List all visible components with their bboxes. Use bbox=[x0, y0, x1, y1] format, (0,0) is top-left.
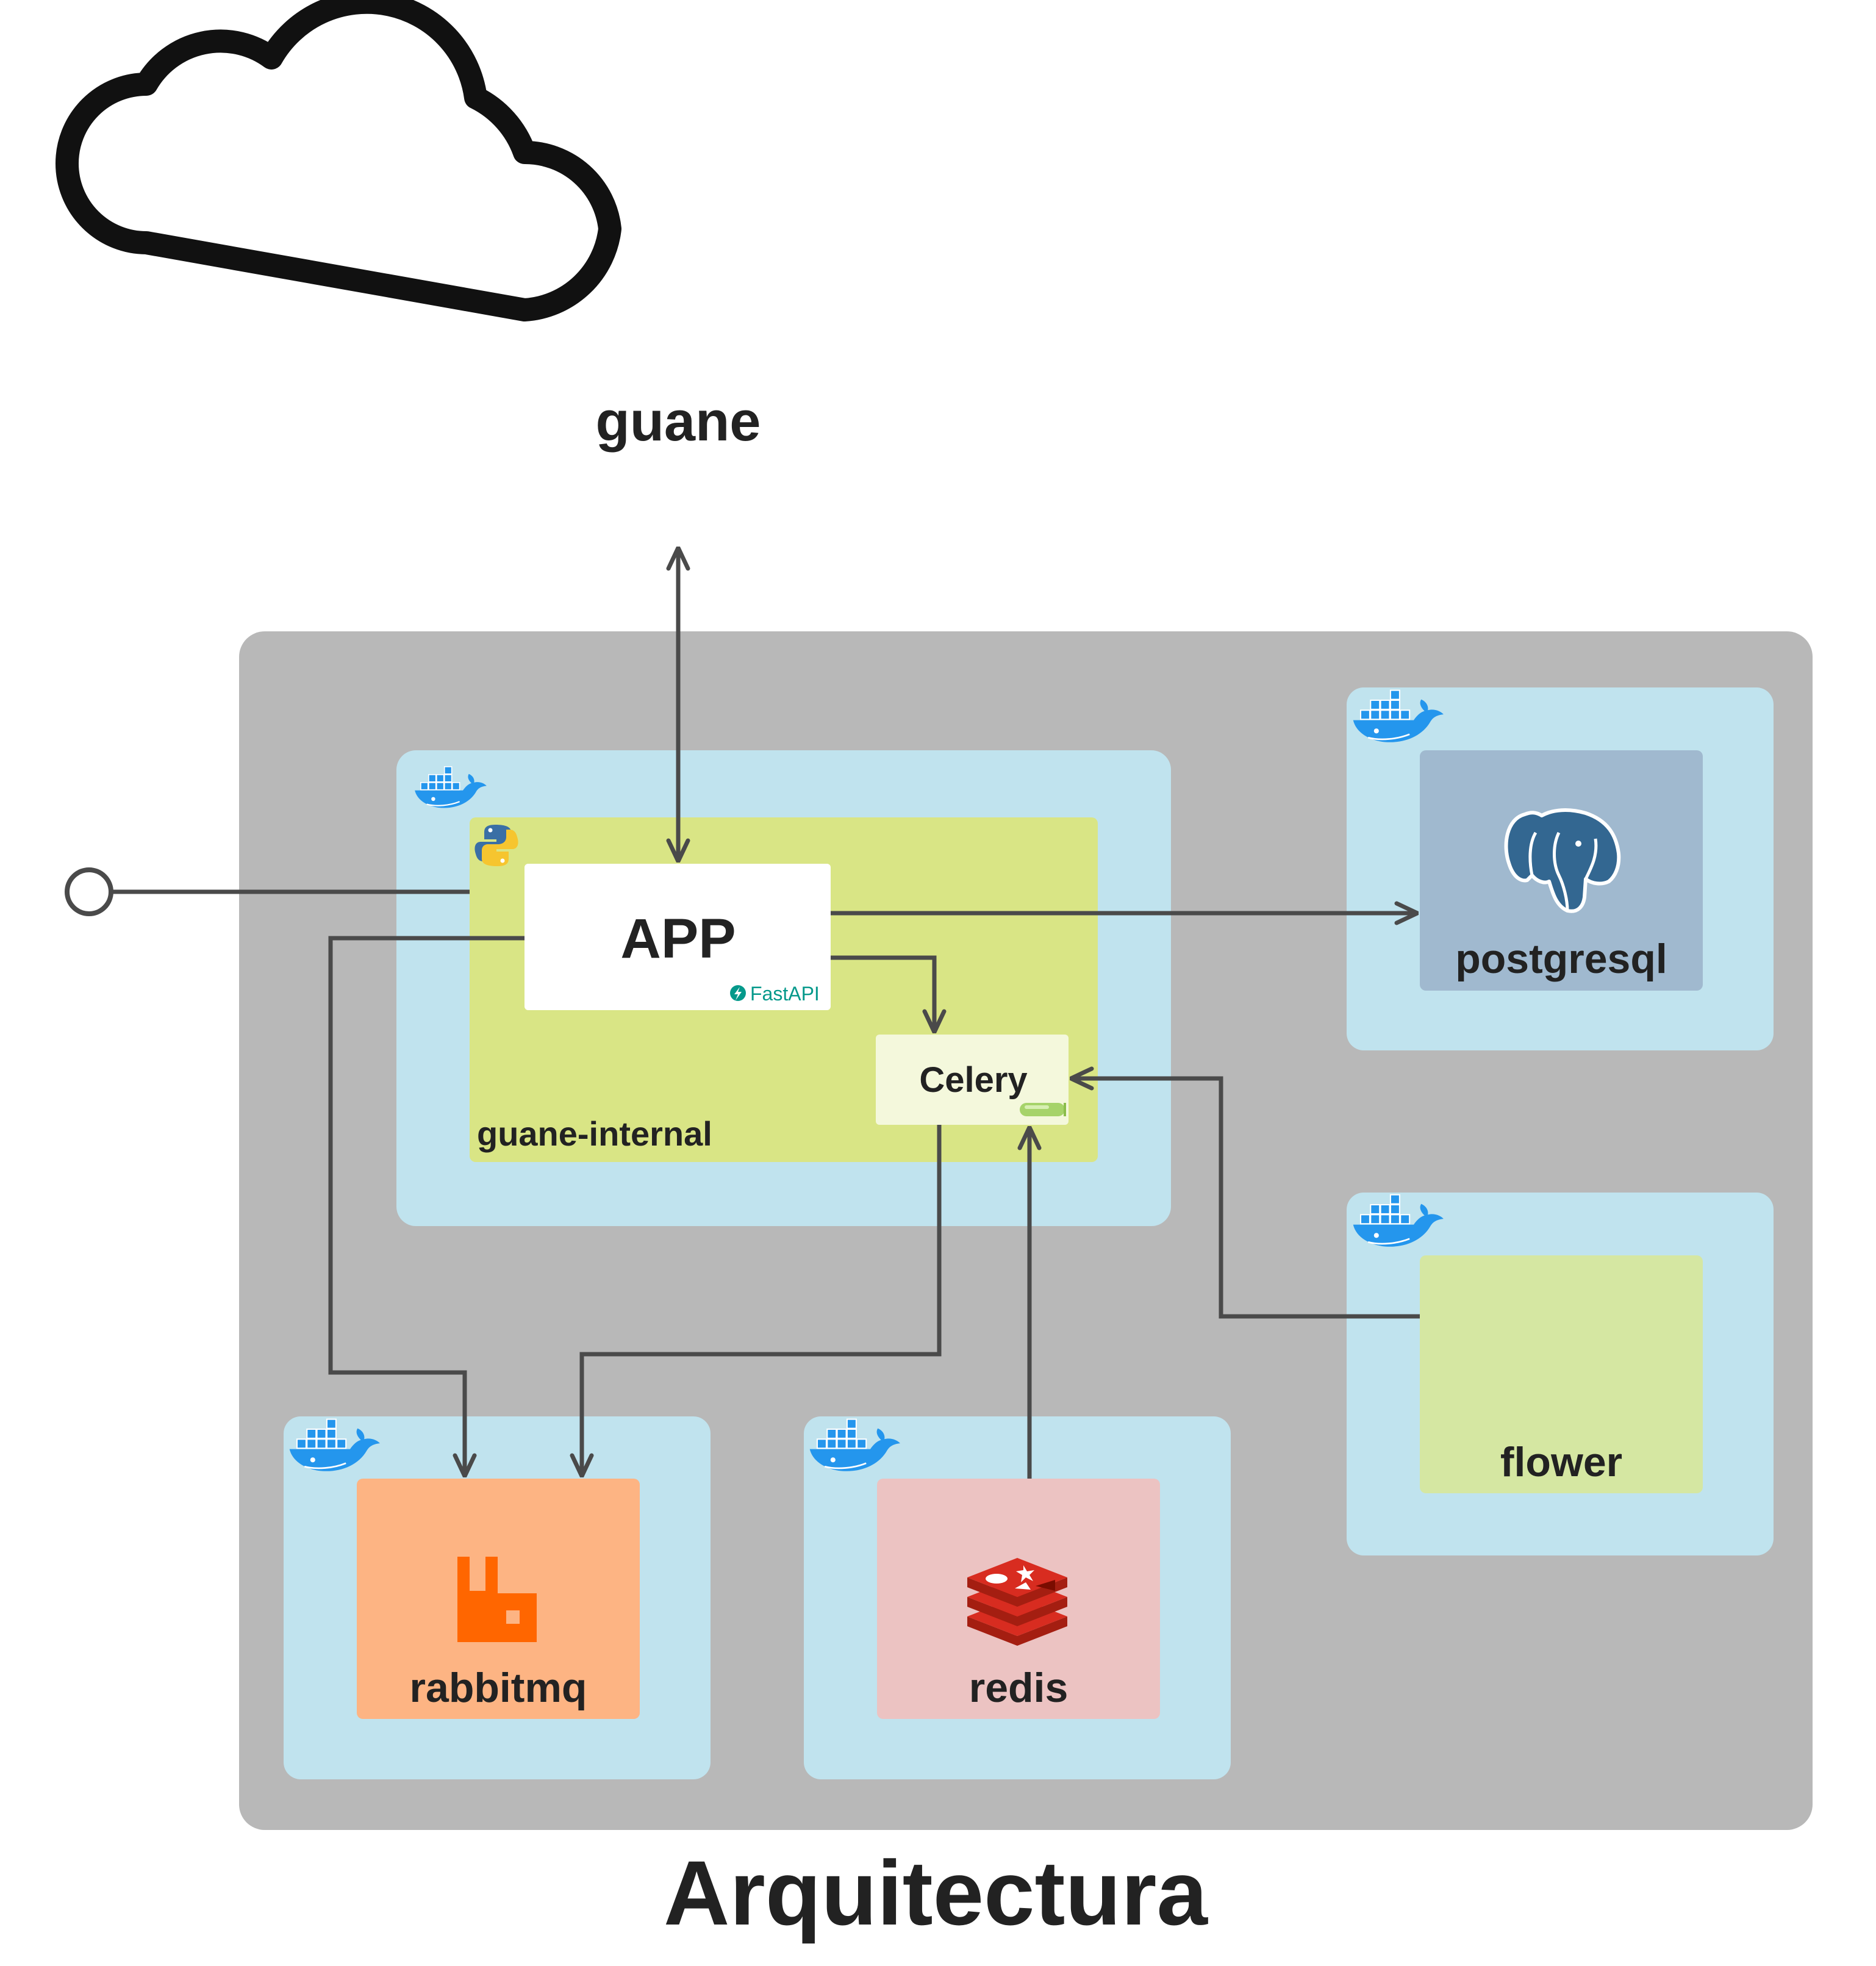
celery-rabbitmq-connector bbox=[582, 1125, 942, 1476]
celery-label: Celery bbox=[919, 1060, 1027, 1100]
fastapi-label: FastAPI bbox=[750, 983, 820, 1005]
connectors bbox=[65, 548, 1420, 1479]
fastapi-badge: FastAPI bbox=[730, 983, 820, 1005]
diagram-title: Arquitectura bbox=[664, 1842, 1208, 1944]
python-icon bbox=[474, 825, 518, 866]
postgresql-label: postgresql bbox=[1455, 936, 1667, 982]
rabbitmq-label: rabbitmq bbox=[410, 1665, 587, 1711]
postgresql-elephant-icon bbox=[1504, 808, 1621, 913]
guane-cloud: guane bbox=[55, 0, 761, 453]
app-box bbox=[524, 864, 831, 1010]
celery-icon bbox=[1020, 1103, 1066, 1116]
celery-box bbox=[876, 1035, 1069, 1125]
app-celery-connector bbox=[831, 955, 934, 1032]
external-port bbox=[65, 867, 113, 916]
redis-label: redis bbox=[969, 1665, 1069, 1711]
network-label: guane-internal bbox=[477, 1114, 712, 1153]
cloud-label: guane bbox=[596, 390, 761, 453]
app-rabbitmq-connector bbox=[328, 936, 524, 1476]
flower-celery-connector bbox=[1071, 1078, 1420, 1319]
redis-icon bbox=[967, 1558, 1067, 1646]
flower-box bbox=[1420, 1255, 1703, 1493]
flower-label: flower bbox=[1500, 1439, 1622, 1485]
app-label: APP bbox=[620, 908, 736, 970]
rabbitmq-icon bbox=[457, 1557, 537, 1642]
